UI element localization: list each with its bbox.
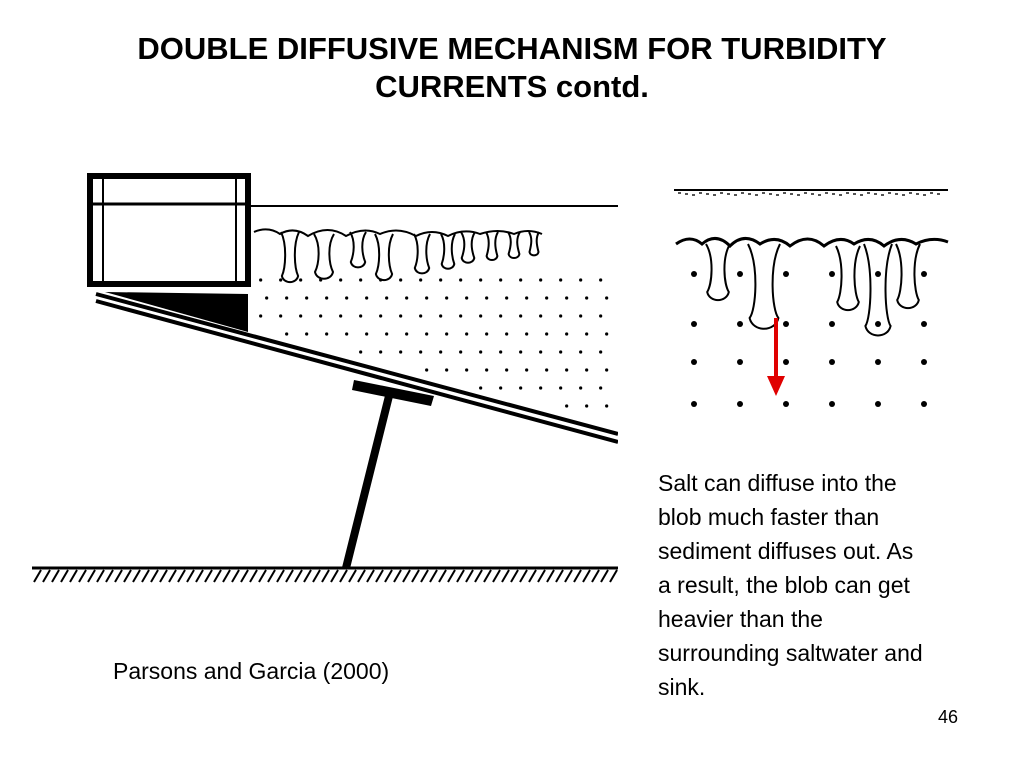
caption-line: Salt can diffuse into the — [658, 470, 897, 496]
finger — [507, 231, 521, 260]
bed-support — [342, 380, 434, 569]
detail-finger — [835, 245, 861, 312]
interface-line — [253, 228, 543, 238]
finger — [313, 233, 335, 280]
sloping-bed — [95, 292, 618, 444]
finger — [349, 231, 367, 269]
detail-particle-dots — [691, 271, 927, 407]
caption-line: surrounding saltwater and — [658, 640, 923, 666]
detail-finger — [747, 243, 781, 330]
slide-number: 46 — [938, 707, 959, 727]
caption-line: blob much faster than — [658, 504, 880, 530]
detail-sediment-fingers — [675, 237, 949, 337]
finger — [485, 231, 499, 262]
finger — [280, 231, 300, 284]
caption-line: sink. — [658, 674, 706, 700]
detail-interface-line — [675, 237, 949, 249]
title-line-2: CURRENTS contd. — [375, 69, 649, 104]
caption-line: heavier than the — [658, 606, 823, 632]
detail-finger — [863, 243, 893, 337]
detail-finger — [895, 243, 921, 310]
suspended-particle-dots — [259, 278, 609, 408]
inflow-reservoir — [87, 173, 251, 332]
finger — [460, 231, 476, 264]
caption-line: a result, the blob can get — [658, 572, 910, 598]
finger — [440, 233, 456, 270]
tank-apparatus-figure — [32, 173, 618, 583]
caption-line: sediment diffuses out. As — [658, 538, 914, 564]
figure-citation: Parsons and Garcia (2000) — [113, 658, 390, 684]
slide-title: DOUBLE DIFFUSIVE MECHANISM FOR TURBIDITY… — [60, 30, 964, 106]
sinking-arrow — [767, 318, 785, 396]
detail-finger — [705, 243, 731, 302]
finger — [528, 231, 540, 257]
surface-speckle — [678, 192, 940, 196]
explanation-text: Salt can diffuse into the blob much fast… — [658, 466, 998, 704]
ground-hatching — [32, 566, 618, 583]
blob-detail-figure — [674, 189, 949, 407]
finger — [374, 233, 394, 282]
title-line-1: DOUBLE DIFFUSIVE MECHANISM FOR TURBIDITY — [137, 31, 887, 66]
sediment-fingers — [253, 228, 543, 284]
finger — [413, 233, 431, 275]
